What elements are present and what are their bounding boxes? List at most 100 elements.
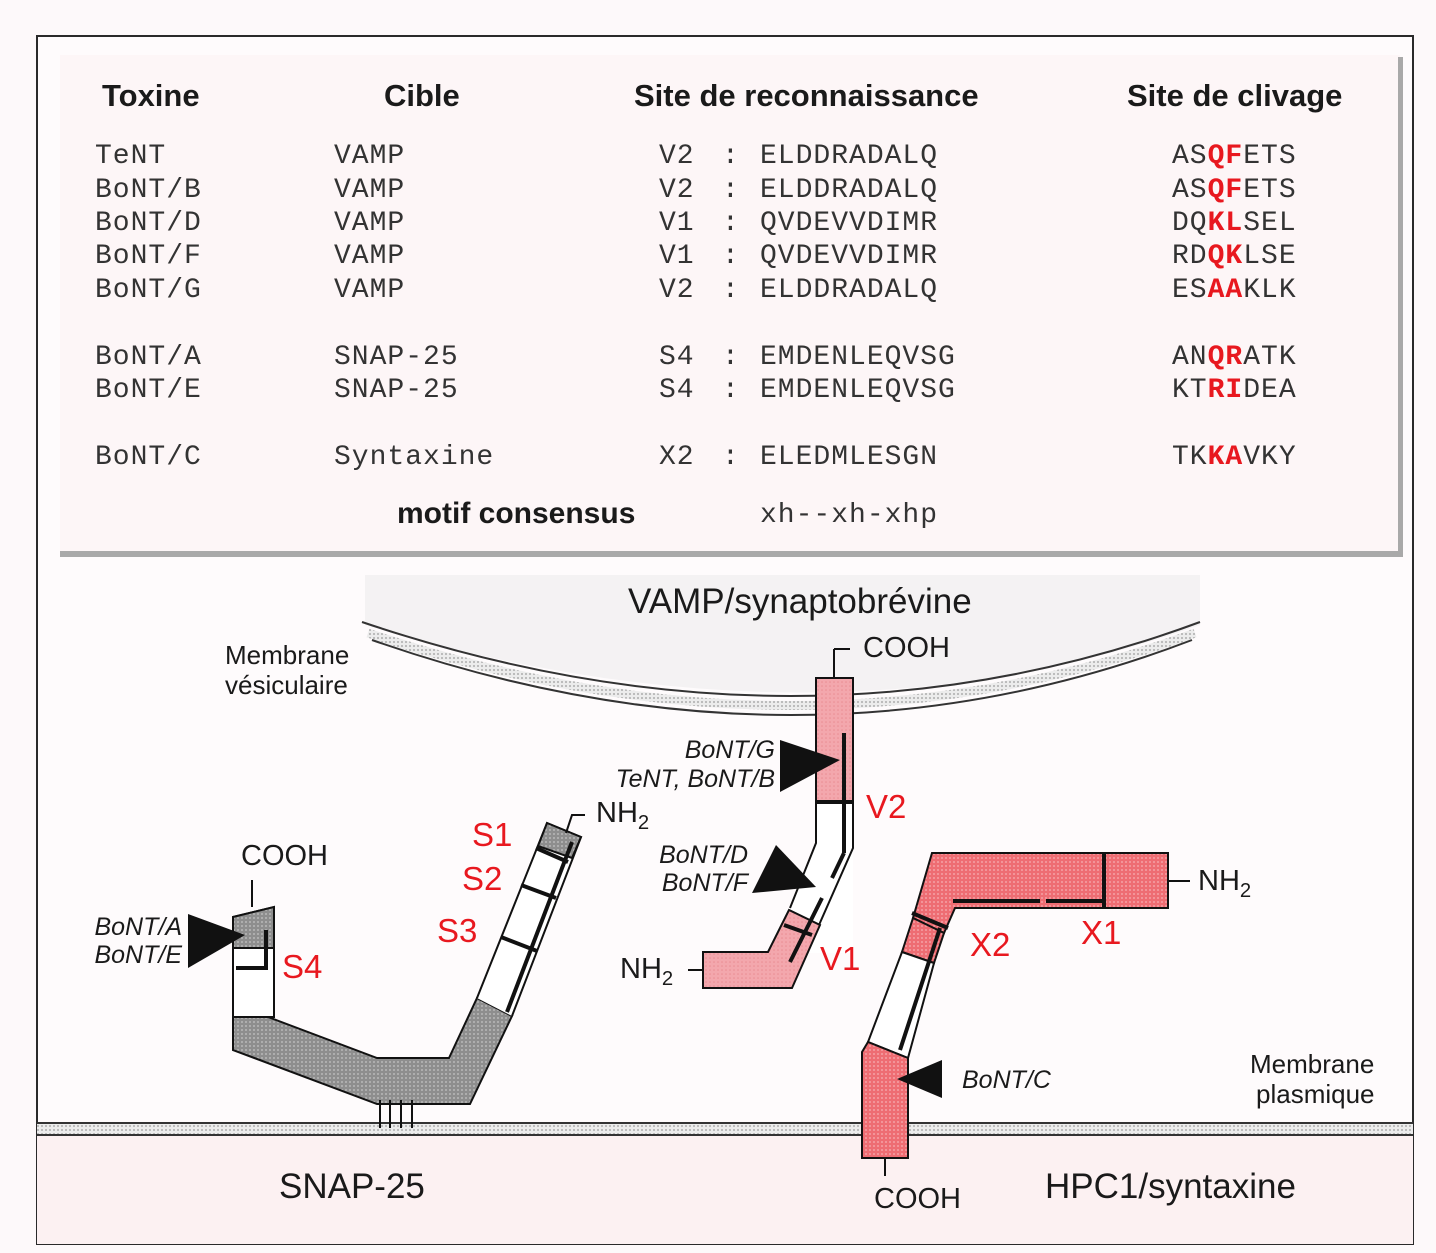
row-toxin: BoNT/C — [95, 442, 202, 473]
header-cleavage: Site de clivage — [1127, 78, 1343, 113]
cleavage-suffix: DEA — [1243, 375, 1297, 406]
cleavage-suffix: ETS — [1243, 175, 1297, 206]
plasma-membrane-label-2: plasmique — [1256, 1079, 1375, 1109]
cleavage-prefix: DQ — [1172, 208, 1208, 239]
vesicle-membrane-label-1: Membrane — [225, 640, 350, 670]
row-target: VAMP — [334, 175, 406, 206]
vesicle-membrane-inner — [371, 639, 1193, 716]
toxin-label-bont-d: BoNT/D — [659, 841, 748, 869]
cleavage-arrow-syntaxin — [897, 1060, 942, 1098]
syntaxin-protein — [861, 852, 1190, 1176]
plasma-membrane-label-1: Membrane — [1250, 1049, 1375, 1079]
consensus-label: motif consensus — [397, 497, 636, 530]
cleavage-bond-residues: AA — [1207, 275, 1244, 306]
row-toxin: TeNT — [95, 141, 167, 172]
snap25-title: SNAP-25 — [279, 1167, 425, 1206]
vamp-nh2-label: NH2 — [620, 953, 674, 991]
row-recognition-sequence: QVDEVVDIMR — [760, 241, 939, 272]
toxin-table — [60, 55, 1400, 555]
row-target: VAMP — [334, 141, 406, 172]
syntaxin-cooh-label: COOH — [874, 1183, 961, 1215]
site-s2: S2 — [462, 860, 503, 897]
toxin-label-bont-g: BoNT/G — [684, 736, 775, 764]
cleavage-suffix: ETS — [1243, 141, 1297, 172]
plasma-membrane — [37, 1123, 1413, 1135]
site-s4: S4 — [282, 948, 323, 985]
cleavage-suffix: SEL — [1243, 208, 1297, 239]
row-toxin: BoNT/A — [95, 342, 202, 373]
table-shadow-bottom — [60, 551, 1403, 557]
row-separator: : — [722, 442, 740, 473]
row-cleavage-site: DQKLSEL — [1172, 208, 1297, 239]
cleavage-prefix: RD — [1172, 241, 1208, 272]
syntaxin-nh2-label: NH2 — [1198, 865, 1252, 903]
row-recognition-sequence: EMDENLEQVSG — [760, 342, 956, 373]
cleavage-bond-residues: KL — [1207, 208, 1244, 239]
toxin-label-bont-a: BoNT/A — [94, 913, 182, 941]
row-site: S4 — [659, 342, 695, 373]
row-target: SNAP-25 — [334, 375, 459, 406]
vesicle-membrane-label-2: vésiculaire — [225, 670, 348, 700]
cleavage-arrow-vamp-lower — [752, 845, 816, 893]
syntaxin-title: HPC1/syntaxine — [1045, 1167, 1296, 1206]
vamp-title: VAMP/synaptobrévine — [628, 582, 972, 621]
row-separator: : — [722, 141, 740, 172]
cleavage-bond-residues: QF — [1207, 141, 1244, 172]
row-cleavage-site: KTRIDEA — [1172, 375, 1297, 406]
row-separator: : — [722, 241, 740, 272]
site-v2: V2 — [866, 788, 907, 825]
row-toxin: BoNT/B — [95, 175, 202, 206]
snap25-nh2-label: NH2 — [596, 797, 650, 835]
row-recognition-sequence: QVDEVVDIMR — [760, 208, 939, 239]
toxin-label-bont-c: BoNT/C — [962, 1066, 1051, 1094]
cleavage-prefix: AS — [1172, 141, 1208, 172]
site-x1: X1 — [1081, 914, 1122, 951]
row-target: VAMP — [334, 208, 406, 239]
site-s1: S1 — [472, 816, 513, 853]
row-toxin: BoNT/G — [95, 275, 202, 306]
cleavage-prefix: KT — [1172, 375, 1208, 406]
cleavage-arrow-snap25 — [188, 914, 245, 968]
row-toxin: BoNT/E — [95, 375, 202, 406]
site-s3: S3 — [437, 912, 478, 949]
vamp-protein — [688, 648, 854, 989]
row-target: Syntaxine — [334, 442, 495, 473]
toxin-label-tent-bont-b: TeNT, BoNT/B — [615, 765, 775, 793]
cleavage-suffix: VKY — [1243, 442, 1297, 473]
cleavage-bond-residues: KA — [1207, 442, 1244, 473]
row-site: X2 — [659, 442, 695, 473]
row-site: S4 — [659, 375, 695, 406]
row-site: V2 — [659, 175, 695, 206]
row-separator: : — [722, 275, 740, 306]
vesicle-membrane-fill — [366, 628, 1197, 710]
cleavage-prefix: AS — [1172, 175, 1208, 206]
row-recognition-sequence: ELDDRADALQ — [760, 141, 939, 172]
row-cleavage-site: RDQKLSE — [1172, 241, 1297, 272]
row-site: V1 — [659, 241, 695, 272]
row-separator: : — [722, 208, 740, 239]
cleavage-bond-residues: QF — [1207, 175, 1244, 206]
snap25-cooh-label: COOH — [241, 840, 328, 872]
snap25-protein — [188, 814, 585, 1128]
row-target: VAMP — [334, 241, 406, 272]
row-site: V2 — [659, 275, 695, 306]
toxin-label-bont-f: BoNT/F — [661, 869, 748, 897]
cytoplasm-region — [37, 1136, 1413, 1244]
row-recognition-sequence: ELDDRADALQ — [760, 275, 939, 306]
row-cleavage-site: ASQFETS — [1172, 175, 1297, 206]
cleavage-prefix: ES — [1172, 275, 1208, 306]
cleavage-suffix: ATK — [1243, 342, 1297, 373]
header-target: Cible — [384, 78, 460, 113]
vesicle-membrane-outer — [361, 621, 1201, 697]
row-recognition-sequence: EMDENLEQVSG — [760, 375, 956, 406]
table-shadow-right — [1398, 57, 1403, 557]
vamp-cooh-label: COOH — [863, 632, 950, 664]
row-cleavage-site: ASQFETS — [1172, 141, 1297, 172]
row-toxin: BoNT/F — [95, 241, 202, 272]
vesicle-lumen — [365, 575, 1200, 693]
cleavage-suffix: LSE — [1243, 241, 1297, 272]
row-target: VAMP — [334, 275, 406, 306]
cleavage-suffix: KLK — [1243, 275, 1297, 306]
row-target: SNAP-25 — [334, 342, 459, 373]
